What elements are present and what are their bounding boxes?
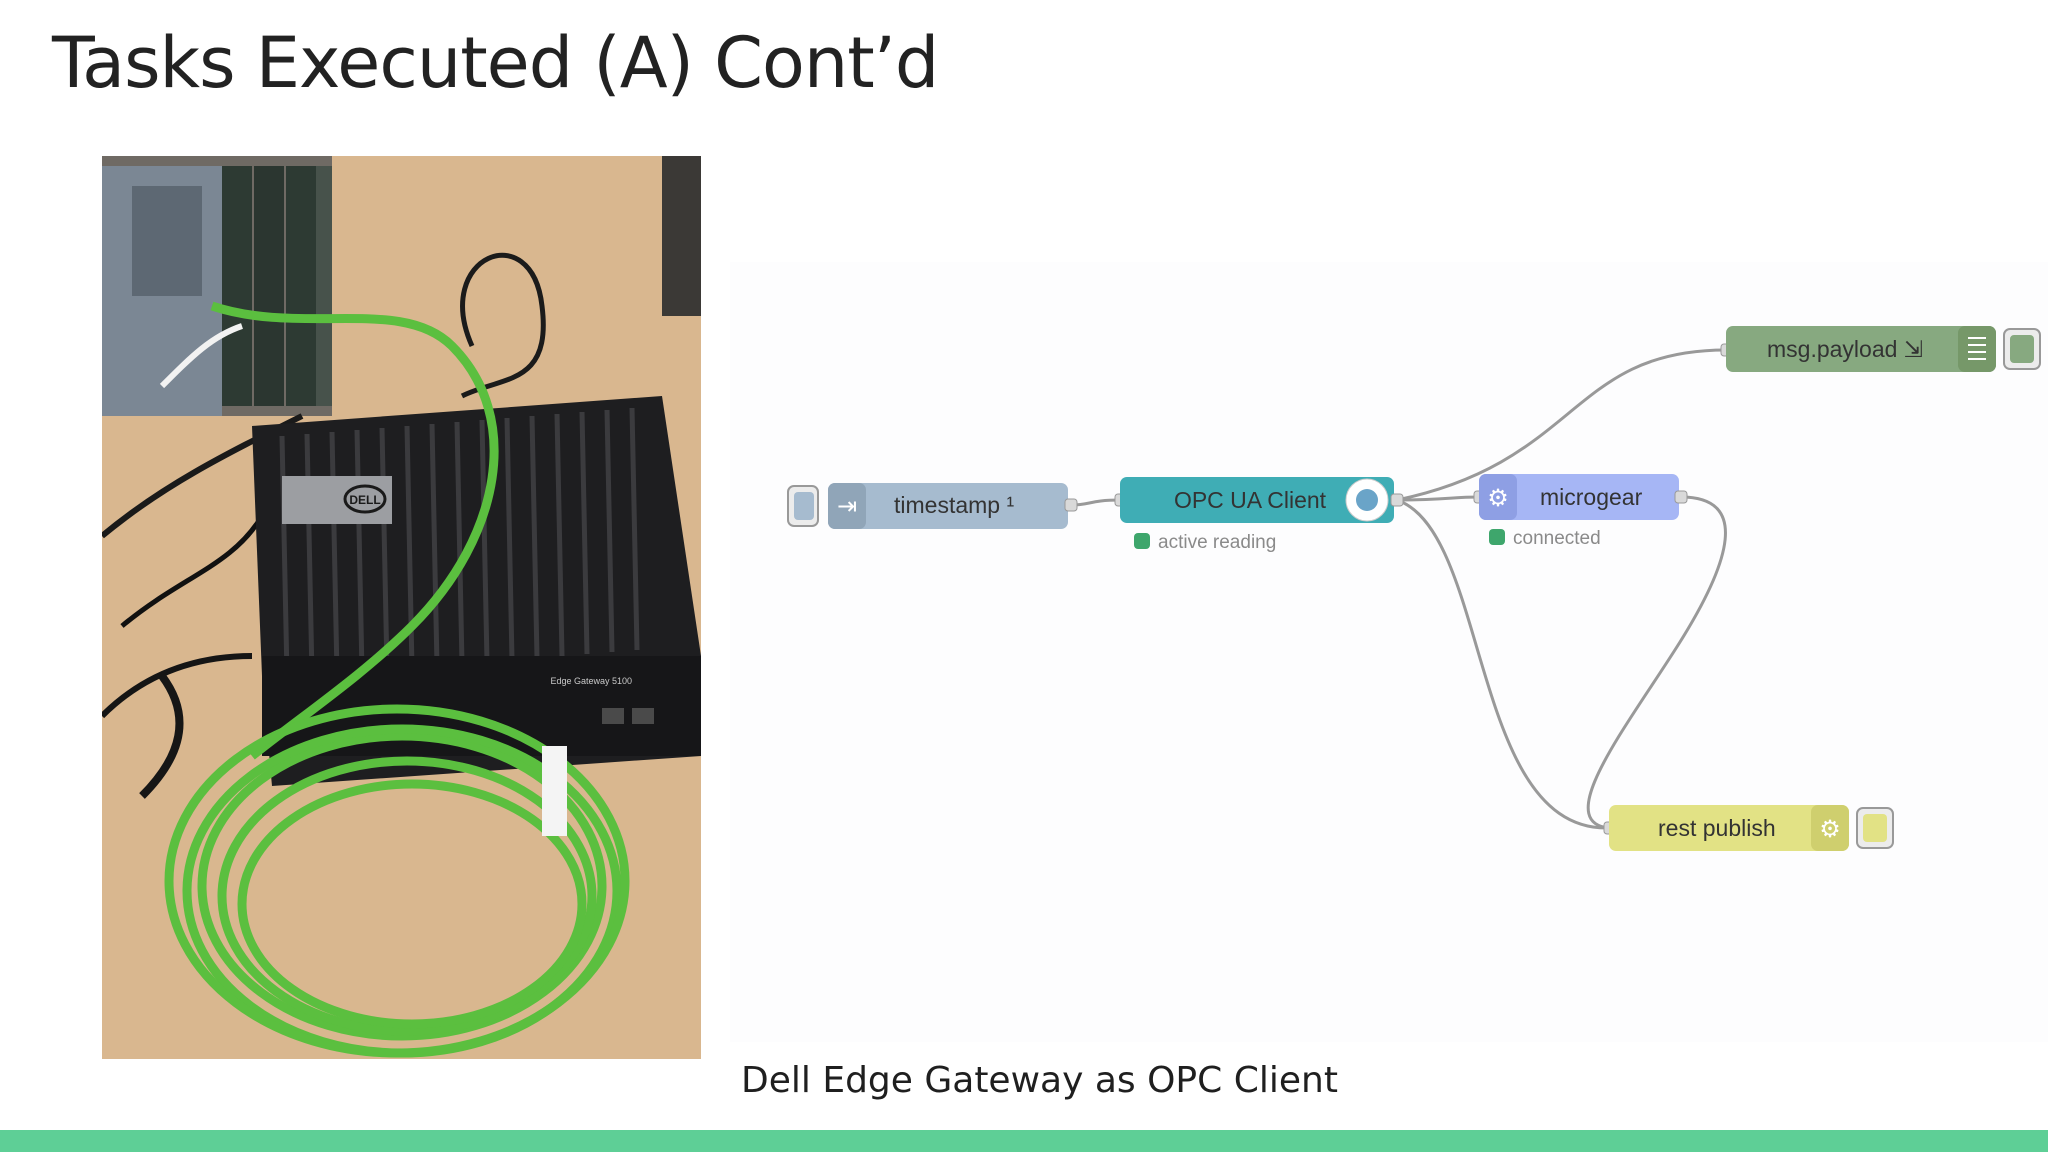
node-opc-ua-client[interactable]: OPC UA Client active reading [1114,477,1404,553]
slide-caption: Dell Edge Gateway as OPC Client [741,1060,1338,1101]
inject-arrow-icon [828,483,866,529]
debug-list-icon-lines [1968,337,1986,360]
node-msg-payload-label: msg.payload ⇲ [1767,336,1923,362]
gear-icon-glyph: ⚙ [1819,815,1841,843]
node-red-flow-canvas[interactable]: ⇥ timestamp ¹ OPC UA Client active readi… [730,262,2048,1042]
node-timestamp[interactable]: ⇥ timestamp ¹ [787,483,1078,529]
node-microgear-status: connected [1513,528,1601,549]
debug-list-icon [1958,326,1996,372]
node-opc-label: OPC UA Client [1174,487,1327,513]
output-port[interactable] [1064,498,1078,512]
node-msg-payload[interactable]: msg.payload ⇲ [1720,326,2041,372]
node-microgear-label: microgear [1540,484,1643,510]
status-dot [1489,529,1505,545]
flow-wires [1071,348,1727,830]
node-timestamp-body[interactable] [828,483,1068,529]
node-rest-publish[interactable]: rest publish ⚙ [1603,805,1894,851]
gateway-device: DELL Edge Gateway 5100 [252,396,701,786]
node-rest-publish-body[interactable] [1609,805,1849,851]
device-label: Edge Gateway 5100 [550,676,632,686]
slide-title: Tasks Executed (A) Cont’d [52,22,939,104]
dell-edge-gateway-photo: DELL Edge Gateway 5100 [102,156,701,1059]
node-msg-payload-body[interactable] [1726,326,1996,372]
gear-icon [1811,805,1849,851]
plc-modules [102,166,332,416]
inject-arrow-icon-glyph: ⇥ [837,492,857,520]
status-dot [1134,533,1150,549]
output-port[interactable] [1390,493,1404,507]
output-port[interactable] [1674,490,1688,504]
node-microgear-body[interactable] [1479,474,1679,520]
node-rest-publish-label: rest publish [1658,815,1776,841]
footer-accent-bar [0,1130,2048,1152]
gear-icon [1479,474,1517,520]
node-microgear[interactable]: ⚙ microgear connected [1473,474,1688,549]
node-opc-status: active reading [1158,532,1276,553]
gear-icon-glyph: ⚙ [1487,484,1509,512]
node-timestamp-label: timestamp ¹ [894,492,1014,518]
green-cable-coil [164,301,630,1058]
dell-logo: DELL [349,493,380,507]
node-opc-body[interactable] [1120,477,1394,523]
